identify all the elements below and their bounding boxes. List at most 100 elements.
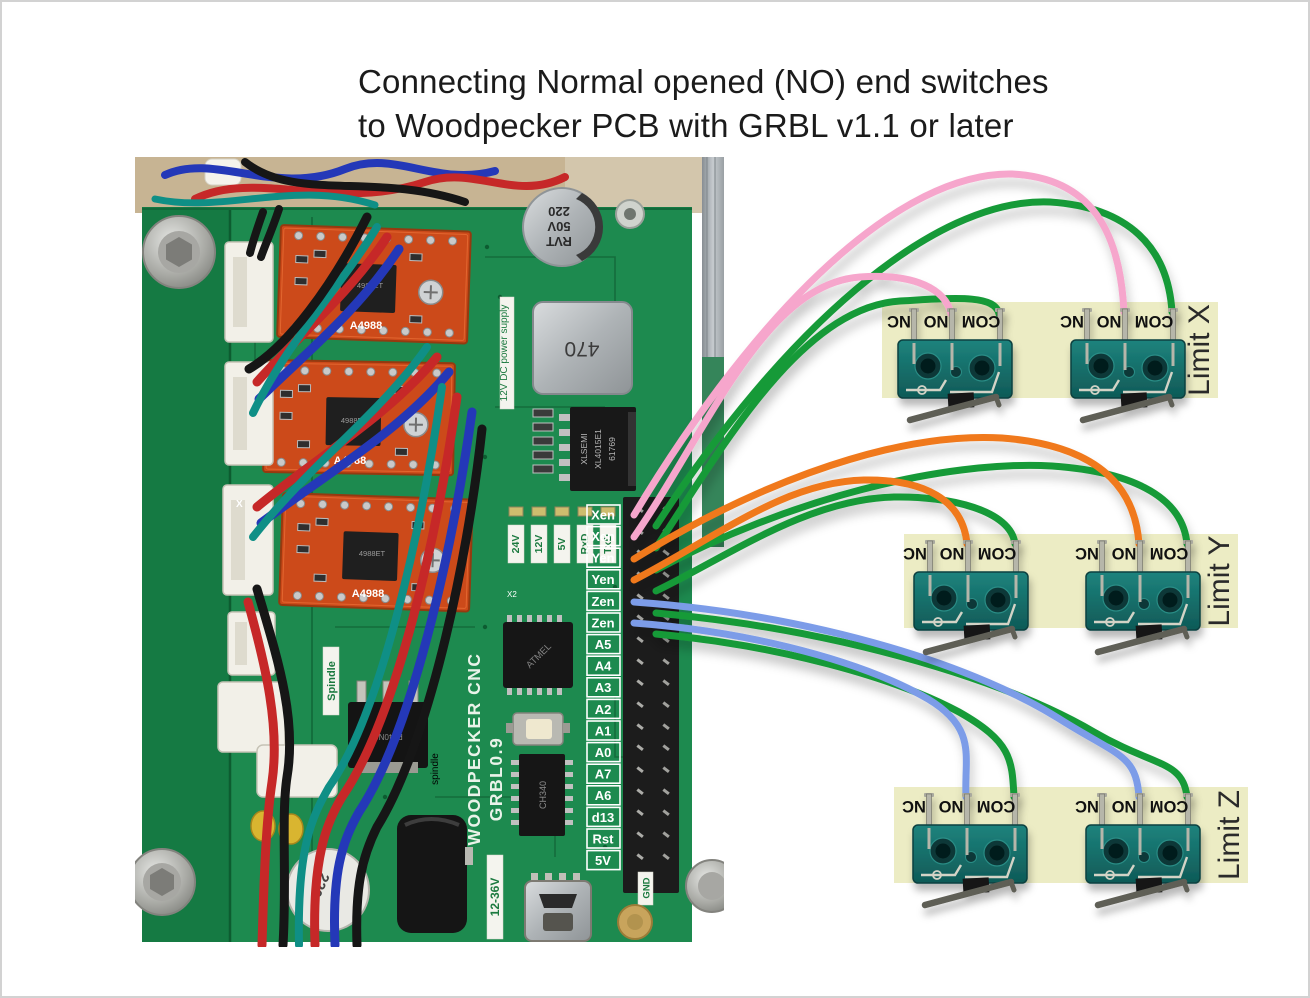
led-label-5v: 5V (556, 538, 568, 551)
led-label-24v: 24V (510, 535, 522, 554)
cap-series: RVT (546, 234, 572, 249)
reset-button (506, 712, 570, 746)
terminal-label-com: COM (1150, 797, 1189, 815)
pin-header (623, 497, 679, 893)
wire-x-far-com-green (652, 198, 1176, 530)
pin-label-a2: A2 (595, 702, 612, 717)
wire-z-near-no-blue (630, 619, 970, 801)
terminal-label-com: COM (1135, 312, 1174, 330)
driver3-chip-text: 4988ET (359, 549, 386, 558)
terminal-label-com: COM (1150, 544, 1189, 562)
cap-value: 220 (548, 204, 570, 219)
wire-y-near-com-green (652, 493, 1019, 595)
pin-label-5v: 5V (595, 853, 611, 868)
inductor: 470 (532, 301, 633, 395)
driver1-label: A4988 (350, 320, 382, 332)
barrel-jack (397, 815, 473, 933)
regulator-part: XL4015E1 (593, 429, 603, 469)
motor-cables (151, 158, 569, 947)
x2-silk: X2 (507, 590, 517, 599)
terminal-label-com: COM (962, 312, 1001, 330)
limit-y-label: Limit Y (1203, 535, 1236, 626)
terminal-label-no: NO (938, 797, 963, 815)
pin-label-xen1: Xen (591, 508, 615, 523)
regulator-brand: XLSEMI (579, 433, 589, 464)
x-axis-silk: X (236, 499, 243, 510)
title-line-1: Connecting Normal opened (NO) end switch… (358, 63, 1049, 100)
driver2-chip-text: 4988ET (341, 416, 368, 425)
power-supply-silk-box (499, 296, 515, 410)
terminal-label-com: COM (977, 797, 1016, 815)
pin-label-a0: A0 (595, 745, 612, 760)
spindle-silk-2: spindle (430, 753, 441, 785)
terminal-label-nc: NC (1075, 797, 1099, 815)
terminal-label-com: COM (978, 544, 1017, 562)
pin-label-zen1: Zen (591, 594, 614, 609)
input-voltage-silk: 12-36V (488, 878, 502, 917)
pin-label-a1: A1 (595, 724, 612, 739)
bolt-bottom-right (685, 859, 724, 913)
wire-z-far-no-blue (630, 598, 1143, 801)
status-leds: 24V 12V 5V RxD TxD (507, 506, 617, 564)
wire-x-near-com-green (652, 295, 1003, 552)
gnd-silk: GND (642, 877, 653, 898)
mosfet-label: F540NS (373, 732, 402, 741)
electrolytic-capacitor: 220 50V RVT (522, 187, 604, 267)
terminal-label-nc: NC (903, 544, 927, 562)
terminal-label-no: NO (923, 312, 948, 330)
wire-x-far-no-pink (630, 170, 1128, 519)
wire-z-far-com-green (652, 609, 1191, 801)
wire-y-near-no-orange (630, 476, 971, 584)
power-supply-silk: 12V DC power supply (499, 305, 510, 402)
terminal-label-nc: NC (1075, 544, 1099, 562)
pin-label-rst: Rst (593, 832, 615, 847)
mounting-hole-top (615, 199, 645, 229)
pin-label-yen1: Yen (591, 551, 614, 566)
usb-chip-label: CH340 (538, 781, 548, 809)
wire-x-near-no-pink (630, 272, 955, 541)
mounting-hole-gold (617, 904, 653, 940)
mini-usb-connector (524, 873, 592, 942)
pin-label-xen2: Xen (591, 529, 615, 544)
pin-label-a7: A7 (595, 767, 612, 782)
board-name-silk: WOODPECKER CNC (464, 652, 484, 845)
pin-label-zen2: Zen (591, 616, 614, 631)
wires (630, 170, 1191, 801)
pin-label-a5: A5 (595, 637, 612, 652)
pin-label-a6: A6 (595, 788, 612, 803)
board-version-silk: GRBL0.9 (486, 737, 506, 821)
pin-label-a4: A4 (595, 659, 612, 674)
title-line-2: to Woodpecker PCB with GRBL v1.1 or late… (358, 107, 1014, 144)
terminal-labels: NC NO COM NC NO COM NC NO COM NC NO COM … (887, 312, 1188, 815)
pin-label-column: Xen Xen Yen Yen Zen Zen A5 A4 A3 A2 A1 A… (586, 504, 621, 871)
mcu-chip: ATMEL (503, 615, 573, 695)
bolt-top-left (142, 215, 216, 289)
led-label-rxd: RxD (579, 533, 591, 554)
regulator-lot: 61769 (607, 437, 617, 461)
led-label-12v: 12V (533, 535, 545, 554)
terminal-label-no: NO (1096, 312, 1121, 330)
inductor-value: 470 (564, 337, 599, 360)
pcb-photo: 4988ET 4988ET 4988ET A4988 A4988 A4988 2… (135, 157, 724, 947)
pin-label-a3: A3 (595, 680, 612, 695)
wire-y-far-no-orange (630, 433, 1143, 563)
limit-x-label: Limit X (1183, 304, 1216, 396)
terminal-label-nc: NC (1060, 312, 1084, 330)
usb-serial-chip: CH340 (511, 754, 573, 836)
pin-label-d13: d13 (592, 810, 614, 825)
spindle-silk: Spindle (326, 661, 338, 701)
wire-y-far-com-green (652, 461, 1191, 574)
driver3-label: A4988 (352, 588, 384, 600)
terminal-label-no: NO (939, 544, 964, 562)
voltage-regulator: XLSEMI XL4015E1 61769 (532, 407, 636, 491)
diagram-title: Connecting Normal opened (NO) end switch… (358, 60, 1049, 148)
pin-label-yen2: Yen (591, 572, 614, 587)
limit-z-label: Limit Z (1213, 790, 1246, 880)
terminal-label-nc: NC (887, 312, 911, 330)
terminal-label-no: NO (1111, 544, 1136, 562)
terminal-label-no: NO (1111, 797, 1136, 815)
bolt-bottom-left (135, 848, 196, 916)
cap-voltage: 50V (547, 219, 570, 234)
